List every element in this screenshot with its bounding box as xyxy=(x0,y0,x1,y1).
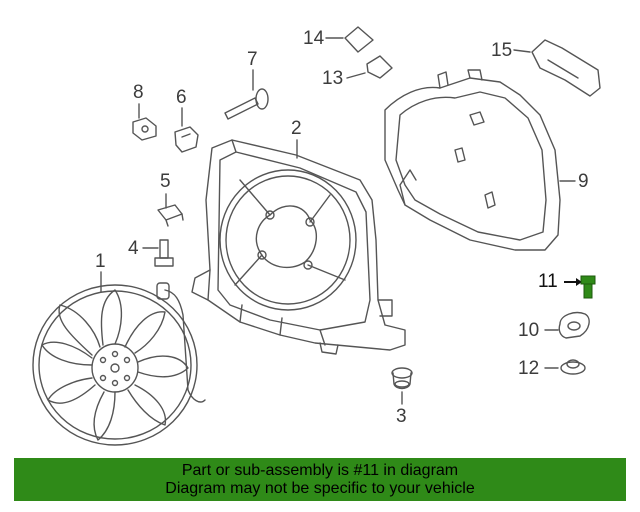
grommet-part[interactable] xyxy=(391,367,413,390)
callout-6: 6 xyxy=(176,87,187,108)
clip-8-part[interactable] xyxy=(132,117,157,141)
clip-6-part[interactable] xyxy=(174,126,199,153)
callout-8: 8 xyxy=(133,82,144,103)
callout-12: 12 xyxy=(518,358,540,379)
cooling-fan-part[interactable] xyxy=(32,282,206,446)
info-banner: Part or sub-assembly is #11 in diagram D… xyxy=(14,458,626,501)
clip-10-part[interactable] xyxy=(558,311,590,339)
bracket-15-part[interactable] xyxy=(531,39,601,97)
clip-5-part[interactable] xyxy=(157,204,184,227)
callout-1: 1 xyxy=(95,251,106,272)
callout-9: 9 xyxy=(578,171,589,192)
pin-7-part[interactable] xyxy=(224,88,269,120)
callout-11-highlighted: 11 xyxy=(538,271,558,292)
pad-14-part[interactable] xyxy=(344,26,374,53)
callout-14: 14 xyxy=(303,28,325,49)
callout-3: 3 xyxy=(396,406,407,427)
callout-13: 13 xyxy=(322,68,344,89)
callout-4: 4 xyxy=(128,238,139,259)
bolt-4-part[interactable] xyxy=(154,239,174,267)
callout-7: 7 xyxy=(247,49,258,70)
callout-15: 15 xyxy=(491,40,513,61)
banner-line-1: Part or sub-assembly is #11 in diagram xyxy=(181,462,459,479)
bolt-11-highlighted-part[interactable] xyxy=(564,275,596,299)
fan-shroud-part[interactable] xyxy=(191,139,406,355)
nut-12-part[interactable] xyxy=(560,359,586,375)
pad-13-part[interactable] xyxy=(366,55,393,79)
cover-9-part[interactable] xyxy=(384,69,561,251)
banner-line-2: Diagram may not be specific to your vehi… xyxy=(165,480,475,497)
callout-5: 5 xyxy=(160,171,171,192)
parts-diagram xyxy=(32,26,601,446)
leader-lines xyxy=(100,37,576,405)
callout-2: 2 xyxy=(291,118,302,139)
callout-10: 10 xyxy=(518,320,540,341)
